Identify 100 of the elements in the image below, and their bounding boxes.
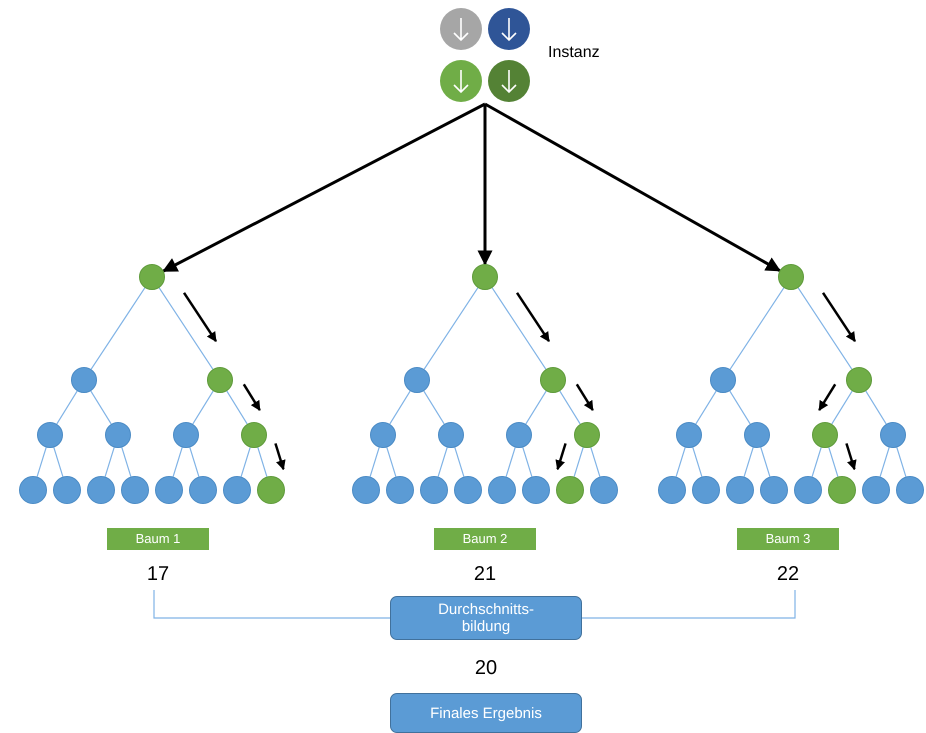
tree-node-circle <box>590 476 618 504</box>
tree-node-circle <box>692 476 720 504</box>
branch-line <box>492 288 546 370</box>
tree-node-circle <box>726 476 754 504</box>
tree-node-circle <box>386 476 414 504</box>
tree-node-circle <box>53 476 81 504</box>
tree-name-tag: Baum 1 <box>107 528 209 550</box>
tree-node-circle <box>37 422 63 448</box>
tree-node-circle <box>744 422 770 448</box>
branch-line <box>257 447 268 477</box>
tree-node-circle <box>472 264 498 290</box>
branch-line <box>438 447 448 477</box>
tree-node-circle <box>522 476 550 504</box>
result-value: 22 <box>776 562 800 586</box>
branch-line <box>828 447 838 477</box>
tree-name-tag: Baum 3 <box>737 528 839 550</box>
result-value: 20 <box>474 656 498 680</box>
branch-line <box>896 447 906 477</box>
tree-node-circle <box>121 476 149 504</box>
branch-line <box>56 390 78 424</box>
result-box: Finales Ergebnis <box>390 693 582 733</box>
branch-line <box>744 447 754 477</box>
branch-line <box>389 390 411 424</box>
branch-line <box>240 447 251 477</box>
tree-node-circle <box>71 367 97 393</box>
tree-node-circle <box>257 476 285 504</box>
tree-node-circle <box>760 476 788 504</box>
tree-node-circle <box>223 476 251 504</box>
branch-line <box>880 447 890 477</box>
branch-line <box>506 447 516 477</box>
tree-node-circle <box>139 264 165 290</box>
caption-text: Instanz <box>548 44 600 62</box>
branch-line <box>695 390 717 424</box>
tree-node-circle <box>420 476 448 504</box>
branch-line <box>424 288 478 370</box>
branch-line <box>590 447 600 477</box>
arrow <box>162 102 486 272</box>
branch-line <box>454 447 464 477</box>
branch-line <box>812 447 822 477</box>
arrow <box>484 102 781 272</box>
tree-node-circle <box>846 367 872 393</box>
result-value: 17 <box>146 562 170 586</box>
tree-node-circle <box>207 367 233 393</box>
branch-line <box>730 288 784 370</box>
tree-node-circle <box>658 476 686 504</box>
branch-line <box>574 447 584 477</box>
tree-node-circle <box>105 422 131 448</box>
branch-line <box>559 390 581 424</box>
branch-line <box>798 288 852 370</box>
branch-line <box>104 447 115 477</box>
tree-node-circle <box>454 476 482 504</box>
branch-line <box>423 390 445 424</box>
tree-node-circle <box>488 476 516 504</box>
tree-node-circle <box>438 422 464 448</box>
tree-node-circle <box>352 476 380 504</box>
tree-node-circle <box>862 476 890 504</box>
branch-line <box>189 447 200 477</box>
tree-name-tag: Baum 2 <box>434 528 536 550</box>
tree-node-circle <box>574 422 600 448</box>
tree-node-circle <box>794 476 822 504</box>
branch-line <box>865 390 887 424</box>
connector-line <box>153 590 390 619</box>
tree-node-circle <box>556 476 584 504</box>
branch-line <box>121 447 132 477</box>
result-value: 21 <box>472 562 498 586</box>
branch-line <box>522 447 532 477</box>
branch-line <box>676 447 686 477</box>
branch-line <box>760 447 770 477</box>
branch-line <box>172 447 183 477</box>
connector-line <box>582 590 796 619</box>
arrow <box>478 104 492 266</box>
branch-line <box>370 447 380 477</box>
process-box: Durchschnitts- bildung <box>390 596 582 640</box>
branch-line <box>90 288 146 370</box>
tree-node-circle <box>778 264 804 290</box>
branch-line <box>692 447 702 477</box>
branch-line <box>90 390 112 424</box>
tree-node-circle <box>540 367 566 393</box>
branch-line <box>226 390 248 424</box>
branch-line <box>386 447 396 477</box>
tree-node-circle <box>710 367 736 393</box>
tree-node-circle <box>812 422 838 448</box>
branch-line <box>192 390 214 424</box>
tree-node-circle <box>189 476 217 504</box>
instance-drawing <box>438 6 532 104</box>
branch-line <box>525 390 547 424</box>
tree-node-circle <box>506 422 532 448</box>
tree-node-circle <box>155 476 183 504</box>
tree-node-circle <box>880 422 906 448</box>
tree-node-circle <box>173 422 199 448</box>
tree-node-circle <box>676 422 702 448</box>
tree-node-circle <box>828 476 856 504</box>
branch-line <box>53 447 64 477</box>
branch-line <box>729 390 751 424</box>
tree-node-circle <box>404 367 430 393</box>
tree-node-circle <box>87 476 115 504</box>
tree-node-circle <box>19 476 47 504</box>
branch-line <box>158 288 214 370</box>
tree-node-circle <box>241 422 267 448</box>
branch-line <box>831 390 853 424</box>
